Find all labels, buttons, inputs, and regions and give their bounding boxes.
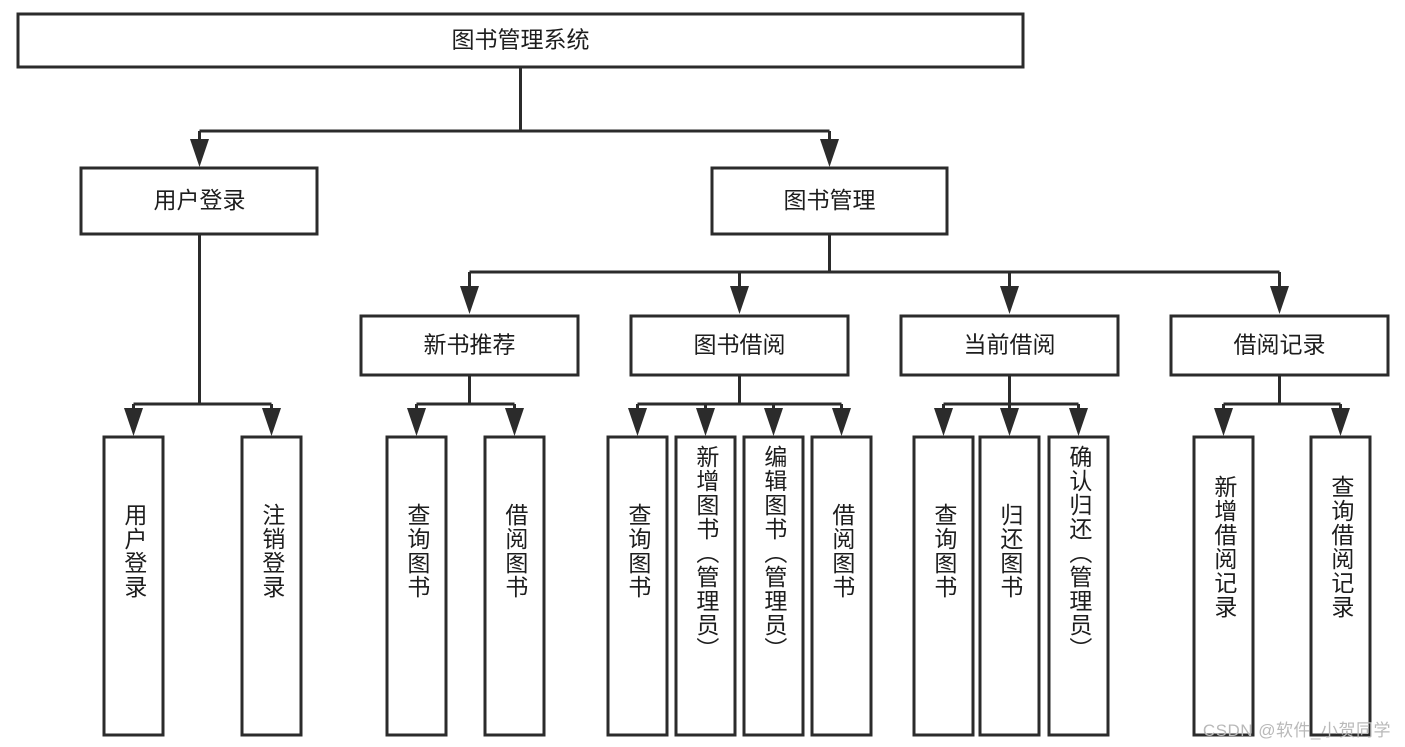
node-box-leaf-bookborrow-add[interactable] [674,435,737,737]
connector-group-currentborrow [934,376,1088,436]
connector-group-newbook [407,376,524,436]
arrow-head-icon [1270,286,1289,314]
node-box-leaf-currentborrow-confirm[interactable] [1047,435,1110,737]
node-box-leaf-borrowrecord-add[interactable] [1192,435,1255,737]
arrow-head-icon [1331,408,1350,436]
arrow-head-icon [505,408,524,436]
arrow-head-icon [460,286,479,314]
arrow-head-icon [262,408,281,436]
connector-group-bookmgmt [460,234,1289,314]
arrow-head-icon [832,408,851,436]
node-box-current-borrow[interactable] [899,314,1120,377]
node-label-root: 图书管理系统 [452,27,590,53]
node-box-leaf-newbook-borrow[interactable] [483,435,546,737]
node-label-borrow-record: 借阅记录 [1234,332,1326,358]
arrow-head-icon [1069,408,1088,436]
node-box-leaf-bookborrow-edit[interactable] [742,435,805,737]
node-label-user-login: 用户登录 [154,187,246,213]
arrow-head-icon [124,408,143,436]
node-box-leaf-currentborrow-query[interactable] [912,435,975,737]
node-box-root[interactable] [16,12,1025,69]
node-box-leaf-user-login-login[interactable] [102,435,165,737]
arrow-head-icon [1000,286,1019,314]
arrow-head-icon [934,408,953,436]
arrow-head-icon [764,408,783,436]
node-box-leaf-user-login-logout[interactable] [240,435,303,737]
node-label-book-management: 图书管理 [784,187,876,213]
arrow-head-icon [696,408,715,436]
arrow-head-icon [628,408,647,436]
node-box-leaf-newbook-query[interactable] [385,435,448,737]
connector-group-bookborrow [628,376,851,436]
arrow-head-icon [730,286,749,314]
connector-group-userlogin [124,234,281,436]
arrow-head-icon [407,408,426,436]
arrow-head-icon [1000,408,1019,436]
arrow-head-icon [820,139,839,167]
connector-group-root [190,68,839,167]
node-label-current-borrow: 当前借阅 [964,332,1056,358]
connector-group-borrowrecord [1214,376,1350,436]
node-box-user-login[interactable] [79,166,319,236]
node-box-new-book-recommend[interactable] [359,314,580,377]
node-label-book-borrow: 图书借阅 [694,332,786,358]
arrow-head-icon [1214,408,1233,436]
node-box-book-management[interactable] [710,166,949,236]
node-box-book-borrow[interactable] [629,314,850,377]
node-box-leaf-bookborrow-borrow[interactable] [810,435,873,737]
node-box-leaf-currentborrow-return[interactable] [978,435,1041,737]
watermark-text: CSDN @软件_小贺同学 [1202,721,1391,740]
node-box-borrow-record[interactable] [1169,314,1390,377]
node-box-leaf-bookborrow-query[interactable] [606,435,669,737]
node-label-new-book-recommend: 新书推荐 [424,332,516,358]
arrow-head-icon [190,139,209,167]
node-box-leaf-borrowrecord-query[interactable] [1309,435,1372,737]
